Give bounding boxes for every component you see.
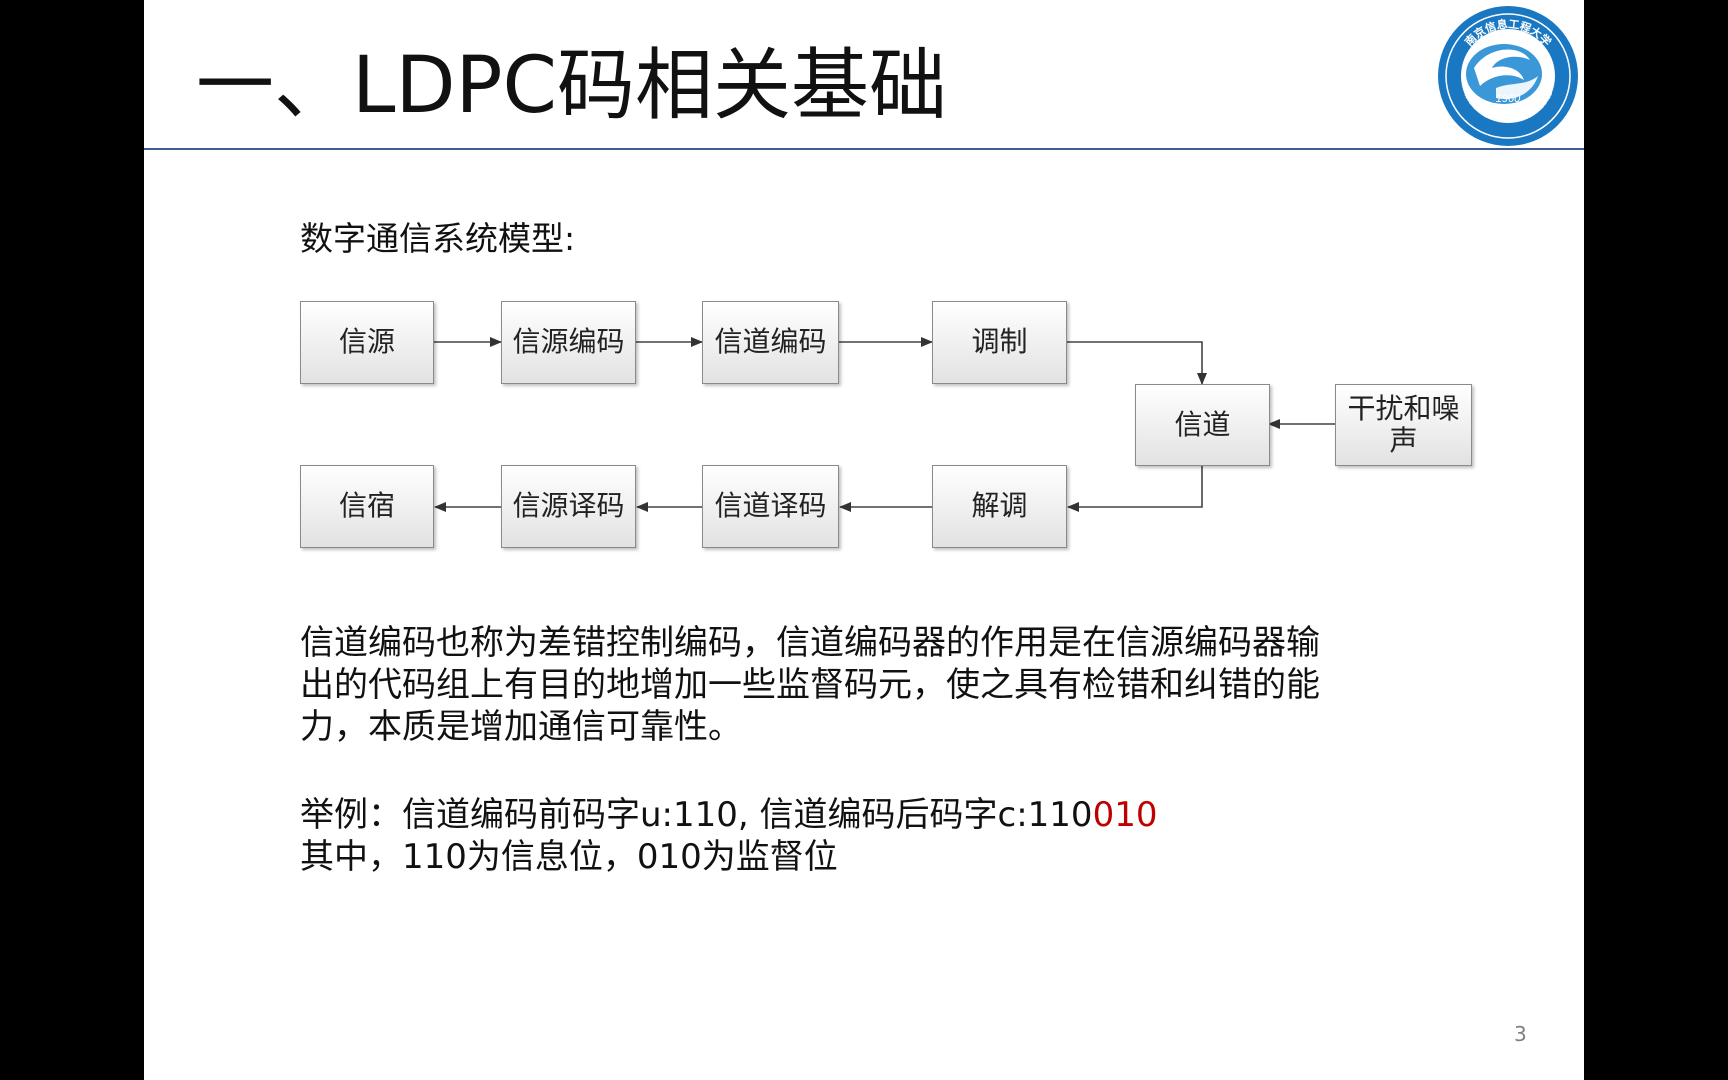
title-divider [144,148,1584,150]
box-noise: 干扰和噪 声 [1335,384,1472,466]
box-source-decoding: 信源译码 [501,465,636,548]
university-logo: 1960 南京信息工程大学 NANJING UNIVERSITY OF INFO… [1434,2,1578,146]
communication-flow-connectors [433,337,1335,512]
example-line-1: 举例：信道编码前码字u:110, 信道编码后码字c:110010 [300,794,1157,836]
box-sink: 信宿 [300,465,434,548]
example-text: 举例：信道编码前码字u:110, 信道编码后码字c:110 [300,795,1093,835]
slide: 一、LDPC码相关基础 1960 南京信息工程大学 NANJING UNIVER… [144,0,1584,1080]
arrow-modulation-to-channel [1066,341,1207,385]
box-noise-line-2: 声 [1389,424,1418,457]
logo-year: 1960 [1496,93,1521,105]
page-number: 3 [1514,1022,1527,1046]
box-demodulation: 解调 [932,465,1067,548]
diagram-heading: 数字通信系统模型: [300,219,576,258]
box-source-encoding: 信源编码 [501,301,636,384]
box-channel-encoding: 信道编码 [702,301,839,384]
box-noise-line-1: 干扰和噪 [1347,391,1460,425]
slide-title: 一、LDPC码相关基础 [196,41,948,131]
parity-bits-highlight: 010 [1092,795,1158,835]
channel-coding-description: 信道编码也称为差错控制编码，信道编码器的作用是在信源编码器输出的代码组上有目的地… [300,623,1320,747]
box-modulation: 调制 [932,301,1067,384]
arrow-channel-to-demodulation [1067,466,1203,512]
box-source: 信源 [300,301,434,384]
box-channel-decoding: 信道译码 [702,465,839,548]
example-line-2: 其中，110为信息位，010为监督位 [300,837,838,877]
box-channel: 信道 [1135,384,1270,466]
